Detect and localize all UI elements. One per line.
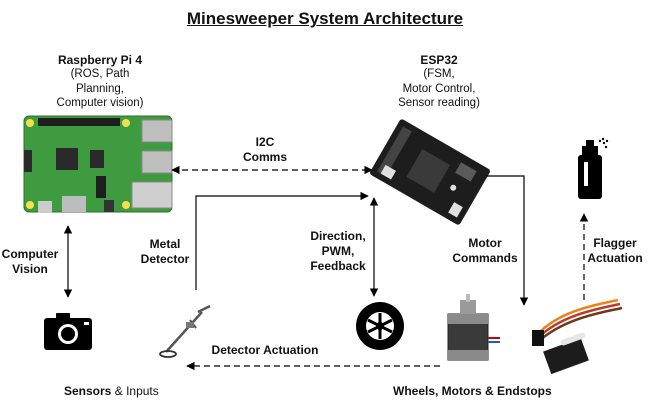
wheels-motors-endstops-label: Wheels, Motors & Endstops [393,384,552,398]
esp32-board-icon [370,119,490,225]
raspberry-pi-role-3: Computer vision) [56,97,144,109]
esp32-role-3: Sensor reading) [398,97,480,109]
raspberry-pi-role-1: (ROS, Path [70,68,130,80]
diagram-title: Minesweeper System Architecture [186,9,464,28]
direction-line-2: PWM, [321,244,355,258]
detector-actuation-label: Detector Actuation [211,343,319,357]
sensors-word: Sensors [64,384,112,398]
motor-commands-arrow [486,175,529,306]
direction-line-1: Direction, [310,229,366,243]
raspberry-pi-label: Raspberry Pi 4 (ROS, Path Planning, Comp… [35,53,165,111]
spray-can-icon [578,137,609,199]
raspberry-pi-role-2: Planning, [76,82,124,95]
camera-icon [44,313,92,350]
raspberry-pi-name: Raspberry Pi 4 [57,53,143,67]
esp32-name: ESP32 [420,53,458,67]
wheel-icon [356,302,404,350]
motor-commands-label: Motor Commands [448,236,522,266]
esp32-label: ESP32 (FSM, Motor Control, Sensor readin… [374,53,504,111]
raspberry-pi-board-icon [23,115,173,213]
flagger-actuation-label: Flagger Actuation [584,236,646,266]
esp32-role-1: (FSM, [423,68,455,80]
computer-vision-line-1: Computer [1,247,59,261]
i2c-label-line-1: I2C [255,135,275,149]
metal-detector-line-2: Detector [140,252,190,266]
metal-detector-line-1: Metal [149,237,181,251]
i2c-label-line-2: Comms [242,150,287,164]
direction-pwm-feedback-label: Direction, PWM, Feedback [306,229,370,274]
stepper-motor-icon [447,294,500,361]
direction-line-3: Feedback [310,259,366,273]
metal-detector-icon [159,304,211,358]
motor-commands-line-1: Motor [468,236,502,250]
i2c-comms-label: I2C Comms [235,135,295,165]
motor-commands-line-2: Commands [452,251,518,265]
inputs-word: Inputs [126,384,159,398]
metal-detector-label: Metal Detector [135,237,195,267]
computer-vision-label: Computer Vision [0,247,60,277]
servo-motor-icon [532,298,623,375]
sensors-inputs-label: Sensors & Inputs [64,384,159,398]
flagger-actuation-line-1: Flagger [593,236,637,250]
metal-detector-arrow [195,191,369,290]
esp32-role-2: Motor Control, [402,82,476,95]
computer-vision-line-2: Vision [12,262,48,276]
flagger-actuation-line-2: Actuation [587,251,643,265]
sensors-ampersand: & [114,384,123,398]
